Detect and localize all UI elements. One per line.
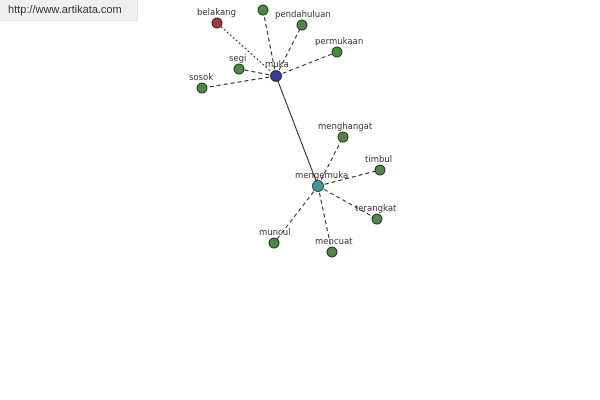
label-muka[interactable]: muka xyxy=(265,60,289,70)
label-sosok[interactable]: sosok xyxy=(189,73,213,83)
label-muncul[interactable]: muncul xyxy=(259,228,290,238)
label-timbul[interactable]: timbul xyxy=(365,155,392,165)
edges-layer xyxy=(201,9,381,253)
node-mencuat[interactable] xyxy=(326,246,338,258)
nodes-layer xyxy=(196,4,386,258)
edge-muka-sosok xyxy=(201,75,277,89)
label-mengemuka[interactable]: mengemuka xyxy=(295,171,348,181)
edge-muka-pendahuluan xyxy=(275,24,303,77)
node-timbul[interactable] xyxy=(374,164,386,176)
edge-mengemuka-muncul xyxy=(273,185,319,244)
label-permukaan[interactable]: permukaan xyxy=(315,37,363,47)
edge-muka-segi xyxy=(238,68,277,77)
edge-muka-mengemuka xyxy=(275,75,319,187)
node-terangkat[interactable] xyxy=(371,213,383,225)
node-muncul[interactable] xyxy=(268,237,280,249)
node-belakang[interactable] xyxy=(211,17,223,29)
label-segi[interactable]: segi xyxy=(229,54,246,64)
label-terangkat[interactable]: terangkat xyxy=(355,204,397,214)
edge-mengemuka-terangkat xyxy=(317,185,378,220)
edge-mengemuka-mencuat xyxy=(317,185,333,253)
label-pendahuluan[interactable]: pendahuluan xyxy=(275,10,331,20)
edge-muka-belakang xyxy=(216,22,277,77)
node-mengemuka[interactable] xyxy=(312,180,324,192)
edge-mengemuka-timbul xyxy=(317,169,381,187)
edge-muka-permukaan xyxy=(275,51,338,77)
source-url[interactable]: http://www.artikata.com xyxy=(0,0,138,21)
node-segi[interactable] xyxy=(233,63,245,75)
edge-mengemuka-menghangat xyxy=(317,136,344,187)
label-menghangat[interactable]: menghangat xyxy=(318,122,373,132)
edge-muka-top xyxy=(262,9,277,77)
labels-layer: muka mengemuka belakang pendahuluan permukaa… xyxy=(189,8,397,247)
node-sosok[interactable] xyxy=(196,82,208,94)
node-permukaan[interactable] xyxy=(331,46,343,58)
node-pendahuluan[interactable] xyxy=(296,19,308,31)
label-belakang[interactable]: belakang xyxy=(197,8,236,18)
label-mencuat[interactable]: mencuat xyxy=(315,237,353,247)
node-menghangat[interactable] xyxy=(337,131,349,143)
node-top[interactable] xyxy=(257,4,269,16)
node-muka[interactable] xyxy=(270,70,282,82)
